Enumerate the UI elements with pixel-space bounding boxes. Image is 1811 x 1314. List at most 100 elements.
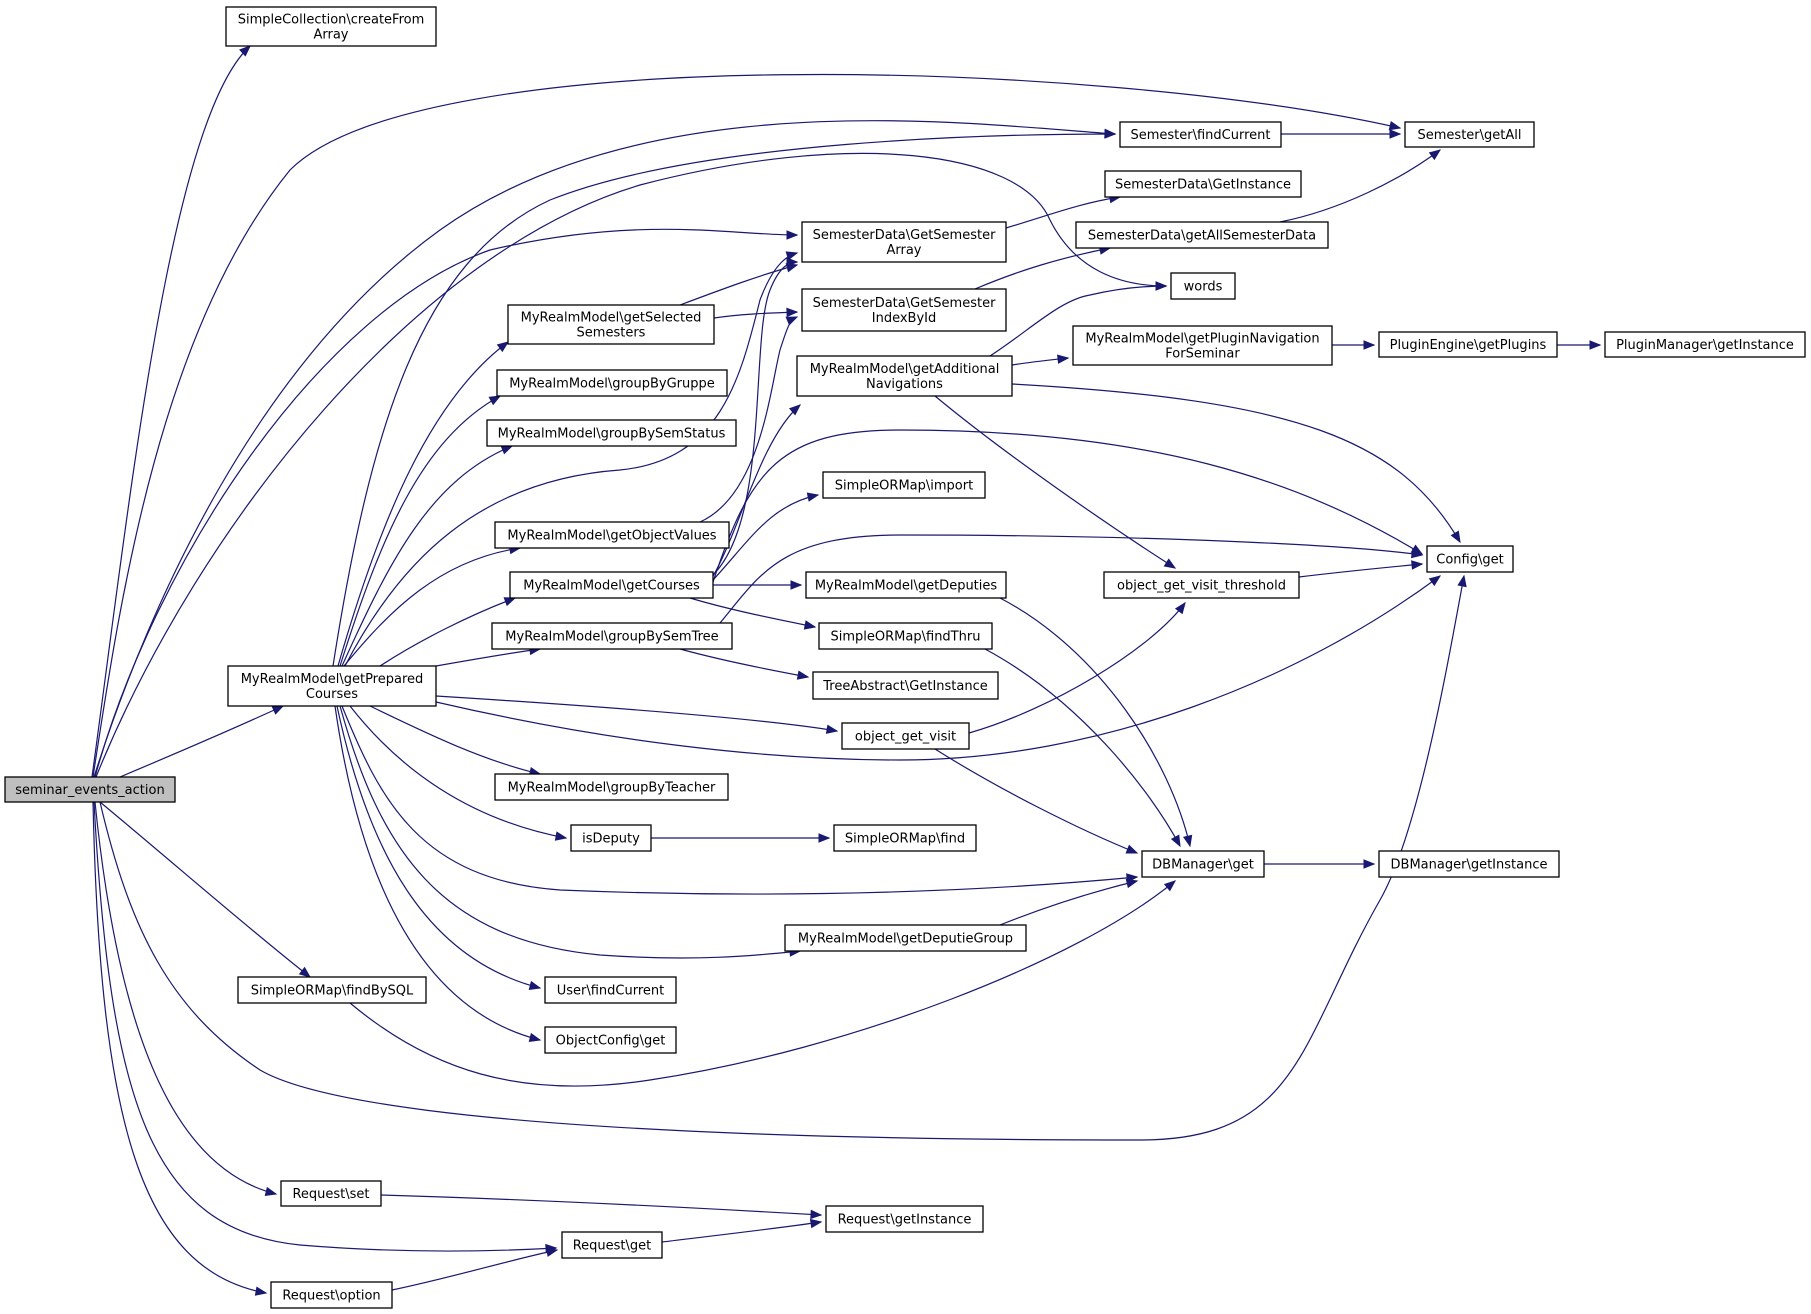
node-mrmGetCourses[interactable]: MyRealmModel\getCourses [509,571,714,599]
node-label: MyRealmModel\getObjectValues [507,529,716,544]
node-label: SemesterData\GetSemester [813,228,996,243]
node-label: MyRealmModel\getSelected [521,311,702,326]
node-ormImport[interactable]: SimpleORMap\import [822,471,986,499]
node-box [1103,571,1300,599]
node-semFindCur[interactable]: Semester\findCurrent [1119,121,1282,148]
node-userFindCur[interactable]: User\findCurrent [544,976,677,1004]
node-mrmPlugNav[interactable]: MyRealmModel\getPluginNavigationForSemin… [1072,325,1333,366]
node-dbGet[interactable]: DBManager\get [1141,850,1265,878]
edge-arrowhead [818,833,831,843]
edge-line [94,801,277,1195]
node-reqSet[interactable]: Request\set [280,1180,382,1207]
edge-line [344,252,798,667]
node-mrmGroupSemStatus[interactable]: MyRealmModel\groupBySemStatus [486,419,737,447]
edge-line [379,597,516,667]
node-ormFindThru[interactable]: SimpleORMap\findThru [818,622,993,650]
edge-ogvThreshold-to-configGet [1298,560,1424,578]
node-ogVisit[interactable]: object_get_visit [841,722,970,750]
edge-mrmAddNav-to-configGet [1011,383,1461,544]
node-ogvThreshold[interactable]: object_get_visit_threshold [1103,571,1300,599]
node-configGet[interactable]: Config\get [1426,545,1514,573]
node-label: Request\getInstance [838,1213,972,1228]
node-mrmSemTree[interactable]: MyRealmModel\groupBySemTree [491,622,733,650]
edge-arrowhead [810,1209,823,1220]
node-mrmDepGroup[interactable]: MyRealmModel\getDeputieGroup [784,924,1027,952]
node-mrmByTeacher[interactable]: MyRealmModel\groupByTeacher [494,773,729,801]
edge-peGetPlugins-to-pmGetInst [1556,340,1602,350]
node-reqGetInst[interactable]: Request\getInstance [825,1205,984,1233]
edge-arrowhead [809,1218,823,1229]
nodes-layer: seminar_events_action SimpleCollection\cr… [4,6,1806,1309]
node-box [570,824,652,852]
node-reqOption[interactable]: Request\option [270,1281,393,1309]
node-label: isDeputy [582,832,640,847]
edge-root-to-ormFindBySQL [99,801,312,978]
edge-line [711,261,798,577]
node-box [1141,850,1265,878]
edge-arrowhead [1170,834,1181,848]
edge-mrmAddNav-to-words [989,281,1168,357]
node-label: MyRealmModel\getDeputies [815,579,998,594]
node-root[interactable]: seminar_events_action [4,776,176,803]
edge-arrowhead [1125,844,1139,854]
node-treeGetInst[interactable]: TreeAbstract\GetInstance [812,671,999,700]
node-sdGetAllSem[interactable]: SemesterData\getAllSemesterData [1075,221,1329,249]
node-box [509,571,714,599]
node-words[interactable]: words [1170,272,1236,300]
edge-line [1279,149,1441,223]
edge-line [999,880,1138,926]
edge-mrmGetCourses-to-mrmAddNav [711,404,802,579]
edge-line [92,801,267,1294]
edge-mrmPrepCourses-to-mrmSelSem [337,341,510,667]
edge-sdGetAllSem-to-semGetAll [1279,149,1442,223]
edge-isDeputy-to-ormFind [651,833,831,843]
node-box [1604,331,1806,358]
node-label: Semester\getAll [1418,128,1522,143]
edge-line [435,575,1441,761]
node-semGetAll[interactable]: Semester\getAll [1404,121,1535,148]
node-reqGet[interactable]: Request\get [561,1231,663,1259]
edge-line [369,705,541,775]
edge-line [343,547,521,667]
node-sdGetInst[interactable]: SemesterData\GetInstance [1104,170,1302,198]
node-box [494,521,730,549]
node-dbGetInst[interactable]: DBManager\getInstance [1378,850,1560,878]
edge-ormFindBySQL-to-dbGet [349,880,1177,1087]
node-label: SimpleORMap\findThru [831,630,981,645]
node-box [507,304,715,345]
edge-root-to-reqSet [94,801,278,1197]
node-box [4,776,176,803]
node-mrmGroupGruppe[interactable]: MyRealmModel\groupByGruppe [496,369,728,397]
node-label: DBManager\get [1152,858,1254,873]
node-mrmDeputies[interactable]: MyRealmModel\getDeputies [805,571,1007,599]
node-box [225,6,437,47]
edge-line [339,705,801,959]
node-objCfgGet[interactable]: ObjectConfig\get [544,1026,677,1054]
edge-line [968,602,1186,734]
node-box [805,571,1007,599]
node-isDeputy[interactable]: isDeputy [570,824,652,852]
node-label: ForSeminar [1165,347,1240,362]
node-box [1072,325,1333,366]
edge-line [337,341,509,667]
edge-line [435,648,541,667]
node-ormFindBySQL[interactable]: SimpleORMap\findBySQL [237,976,427,1004]
node-mrmObjVals[interactable]: MyRealmModel\getObjectValues [494,521,730,549]
edge-mrmAddNav-to-ogvThreshold [934,395,1177,569]
node-peGetPlugins[interactable]: PluginEngine\getPlugins [1378,331,1558,358]
edge-arrowhead [786,307,799,318]
node-label: MyRealmModel\groupByGruppe [509,377,715,392]
node-ormFind[interactable]: SimpleORMap\find [833,824,977,852]
node-label: Config\get [1436,553,1503,568]
node-pmGetInst[interactable]: PluginManager\getInstance [1604,331,1806,358]
edge-mrmGetCourses-to-ormImport [712,492,820,581]
edge-line [1011,383,1461,543]
